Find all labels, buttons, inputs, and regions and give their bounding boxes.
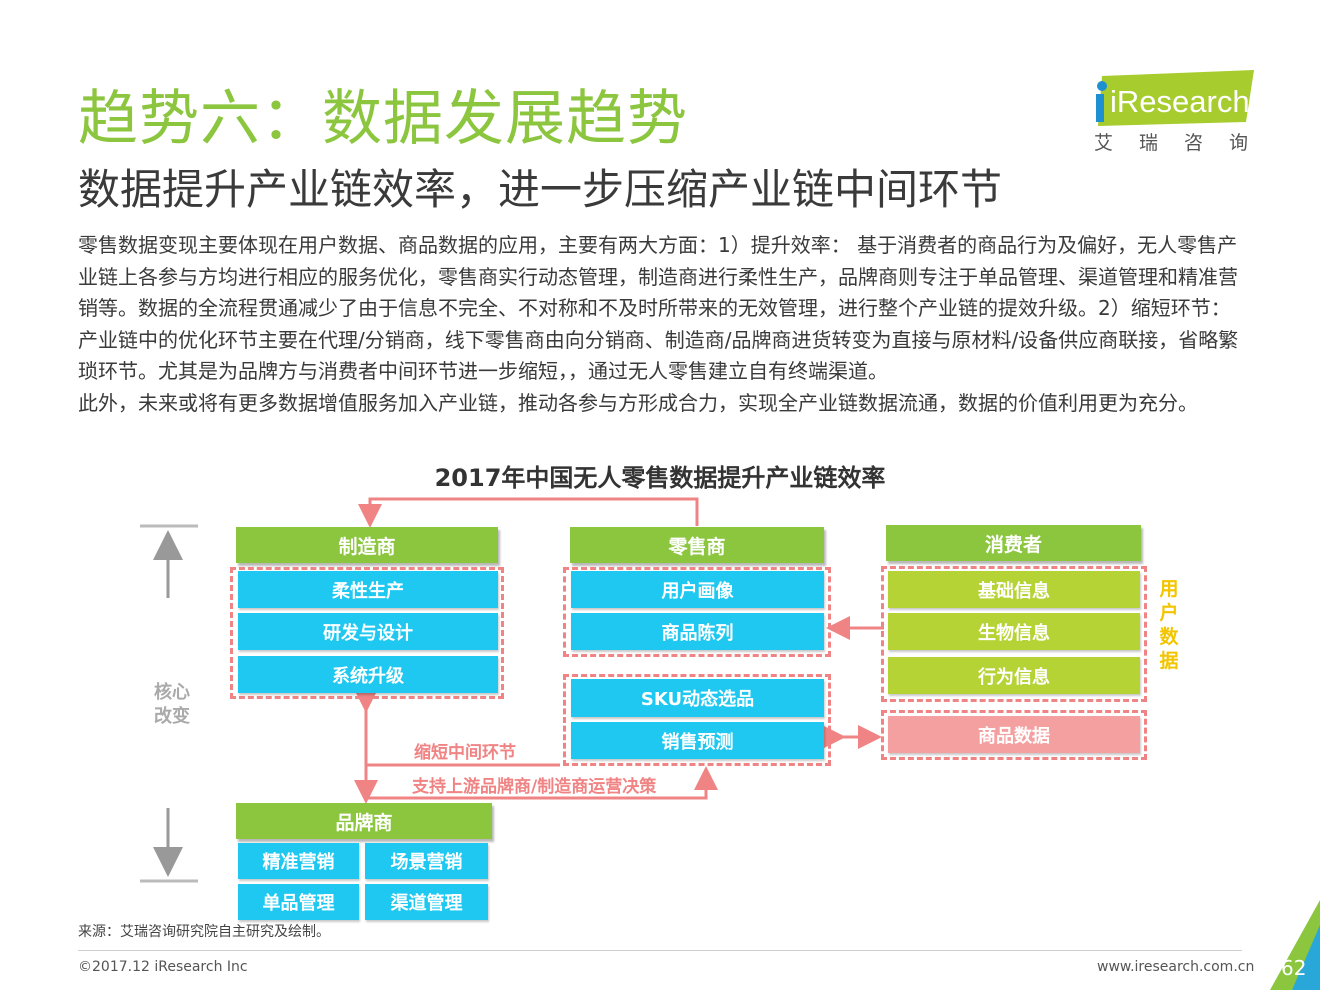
body-text: 零售数据变现主要体现在用户数据、商品数据的应用，主要有两大方面：1）提升效率： …	[78, 230, 1248, 419]
retailer-header: 零售商	[570, 527, 824, 563]
body-paragraph-1: 零售数据变现主要体现在用户数据、商品数据的应用，主要有两大方面：1）提升效率： …	[78, 233, 1239, 383]
manufacturer-item: 柔性生产	[238, 571, 498, 608]
brand-item: 渠道管理	[365, 884, 488, 920]
consumer-group	[881, 566, 1147, 702]
connector-retailer-manufacturer	[358, 497, 699, 528]
consumer-item: 行为信息	[888, 657, 1140, 694]
shorten-label: 缩短中间环节	[414, 743, 516, 763]
product-data-group	[881, 710, 1147, 760]
connector-support	[366, 766, 718, 800]
core-change-label: 核心改变	[154, 682, 190, 727]
consumer-item: 生物信息	[888, 613, 1140, 650]
footer-url[interactable]: www.iresearch.com.cn	[1097, 959, 1255, 975]
body-paragraph-2: 此外，未来或将有更多数据增值服务加入产业链，推动各参与方形成合力，实现全产业链数…	[78, 390, 1198, 415]
retailer-item: 商品陈列	[571, 613, 824, 650]
support-label: 支持上游品牌商/制造商运营决策	[412, 777, 657, 797]
logo-brand-text: iResearch	[1110, 84, 1250, 119]
manufacturer-item: 系统升级	[238, 656, 498, 693]
diagram-title: 2017年中国无人零售数据提升产业链效率	[434, 464, 886, 492]
manufacturer-item: 研发与设计	[238, 613, 498, 650]
page-title: 趋势六：数据发展趋势	[78, 84, 688, 154]
consumer-header: 消费者	[886, 525, 1141, 561]
product-data-box: 商品数据	[888, 716, 1140, 753]
page-subtitle: 数据提升产业链效率，进一步压缩产业链中间环节	[78, 165, 1003, 214]
user-data-label: 用户数据	[1159, 578, 1179, 672]
logo-cn-text: 艾瑞咨询	[1094, 132, 1275, 154]
brand-header: 品牌商	[236, 803, 492, 839]
iresearch-logo: iResearch	[1096, 70, 1254, 126]
manufacturer-group	[230, 567, 504, 699]
retailer-item: 用户画像	[571, 571, 824, 608]
retailer-item: 销售预测	[571, 722, 824, 759]
retailer-group-1	[563, 567, 831, 657]
page-number: 62	[1281, 956, 1307, 980]
source-note: 来源：艾瑞咨询研究院自主研究及绘制。	[78, 924, 330, 940]
brand-item: 单品管理	[238, 884, 359, 920]
brand-item: 场景营销	[365, 843, 488, 879]
manufacturer-header: 制造商	[236, 527, 498, 563]
brand-item: 精准营销	[238, 843, 359, 879]
retailer-group-2	[563, 674, 831, 766]
copyright: ©2017.12 iResearch Inc	[78, 959, 248, 975]
consumer-item: 基础信息	[888, 571, 1140, 608]
retailer-item: SKU动态选品	[571, 679, 824, 717]
footer-divider	[78, 950, 1242, 951]
